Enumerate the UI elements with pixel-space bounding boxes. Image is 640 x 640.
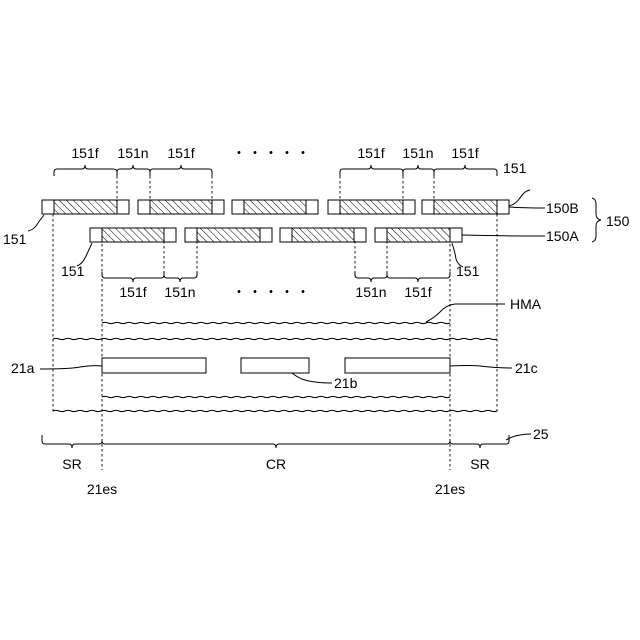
- bottom-braces: [102, 272, 450, 282]
- label-21b: 21b: [334, 375, 358, 391]
- label-151f-bottom-2: 151f: [404, 284, 431, 300]
- label-151n-bottom-1: 151n: [164, 284, 195, 300]
- label-151n-top-1: 151n: [117, 145, 148, 161]
- label-HMA: HMA: [510, 296, 542, 312]
- label-151f-bottom-1: 151f: [119, 284, 146, 300]
- label-21a: 21a: [11, 360, 35, 376]
- label-dots-top: ・・・・・: [232, 145, 312, 161]
- label-25: 25: [533, 426, 549, 442]
- label-151f-top-3: 151f: [357, 145, 384, 161]
- label-151-right-bottom: 151: [456, 263, 480, 279]
- label-151-left-bottom: 151: [61, 263, 85, 279]
- top-braces: [54, 165, 497, 176]
- label-dots-bottom: ・・・・・: [232, 284, 312, 300]
- label-150B: 150B: [546, 200, 579, 216]
- label-CR: CR: [266, 456, 286, 472]
- label-21c: 21c: [515, 360, 538, 376]
- label-151f-top-1: 151f: [71, 145, 98, 161]
- label-151f-top-4: 151f: [451, 145, 478, 161]
- structures-21: [40, 358, 512, 383]
- label-21es-left: 21es: [87, 481, 117, 497]
- label-SR-left: SR: [62, 456, 81, 472]
- label-151n-bottom-2: 151n: [355, 284, 386, 300]
- label-21es-right: 21es: [435, 481, 465, 497]
- substrate-25: [42, 434, 531, 448]
- label-151-left-top: 151: [3, 231, 27, 247]
- layer-150B: [42, 200, 509, 214]
- layer-150A: [90, 228, 462, 242]
- label-151n-top-2: 151n: [402, 145, 433, 161]
- label-151f-top-2: 151f: [167, 145, 194, 161]
- label-150A: 150A: [546, 228, 579, 244]
- label-150: 150: [606, 213, 630, 229]
- label-SR-right: SR: [470, 456, 489, 472]
- label-151-top-right: 151: [503, 160, 527, 176]
